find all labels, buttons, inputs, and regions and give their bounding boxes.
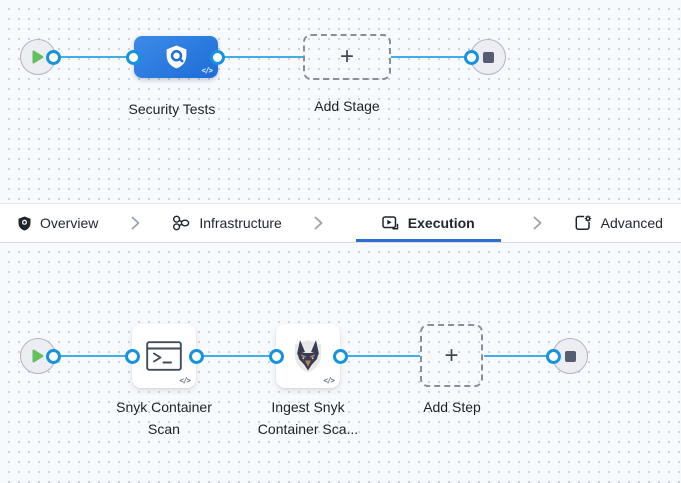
tab-label: Infrastructure [199,215,282,231]
tab-execution[interactable]: Execution [356,204,501,242]
infrastructure-icon [173,215,190,231]
step-node-ingest-snyk[interactable]: </> [276,324,340,388]
port-end-in[interactable] [464,50,479,65]
stage-config-tabbar: Overview Infrastructure Execution [0,204,681,243]
flow-line [38,56,134,58]
add-stage-label: Add Stage [314,98,380,114]
terminal-icon [146,341,182,371]
port-start-out[interactable] [46,349,61,364]
stop-icon [564,350,576,362]
chevron-right-icon [314,204,323,242]
add-step-button[interactable]: + [420,324,483,387]
security-shield-icon [166,45,186,68]
port-step2-out[interactable] [333,349,348,364]
flow-line [218,56,303,58]
plus-icon: + [339,43,354,70]
tab-label: Overview [40,215,99,231]
step-code-badge[interactable]: </> [179,376,191,385]
port-stage-in[interactable] [126,50,141,65]
tab-infrastructure[interactable]: Infrastructure [172,204,282,242]
port-start-out[interactable] [46,50,61,65]
flow-line [340,355,420,357]
stop-icon [482,51,494,63]
step-label: Ingest Snyk Container Sca... [257,399,359,437]
shield-icon [18,216,31,230]
snyk-dog-icon [295,340,321,373]
port-stage-out[interactable] [210,50,225,65]
flow-line [38,355,132,357]
play-icon [32,50,44,64]
tab-label: Execution [407,215,475,231]
play-icon [32,349,44,363]
port-end-in[interactable] [546,349,561,364]
tab-overview[interactable]: Overview [18,204,98,242]
flow-line [391,56,472,58]
execution-step-canvas: </> </> + Snyk Container Scan Ingest Sny… [0,243,681,483]
tab-advanced[interactable]: Advanced [575,204,663,242]
plus-icon: + [444,341,459,369]
flow-line [196,355,276,357]
step-code-badge[interactable]: </> [323,376,335,385]
port-step2-in[interactable] [269,349,284,364]
stage-label: Security Tests [128,101,216,117]
port-step1-in[interactable] [125,349,140,364]
step-label: Snyk Container Scan [116,399,212,437]
chevron-right-icon [533,204,542,242]
flow-line [484,355,553,357]
tab-label: Advanced [600,215,663,231]
port-step1-out[interactable] [189,349,204,364]
pipeline-start-node [20,39,56,75]
add-step-label: Add Step [423,399,481,415]
chevron-right-icon [131,204,140,242]
add-stage-button[interactable]: + [303,34,391,80]
execution-icon [382,215,399,230]
stage-canvas: </> + Security Tests Add Stage [0,0,681,204]
stage-node-security-tests[interactable]: </> [134,36,218,78]
stage-code-badge[interactable]: </> [201,66,213,75]
step-node-snyk-container-scan[interactable]: </> [132,324,196,388]
advanced-icon [575,215,592,230]
